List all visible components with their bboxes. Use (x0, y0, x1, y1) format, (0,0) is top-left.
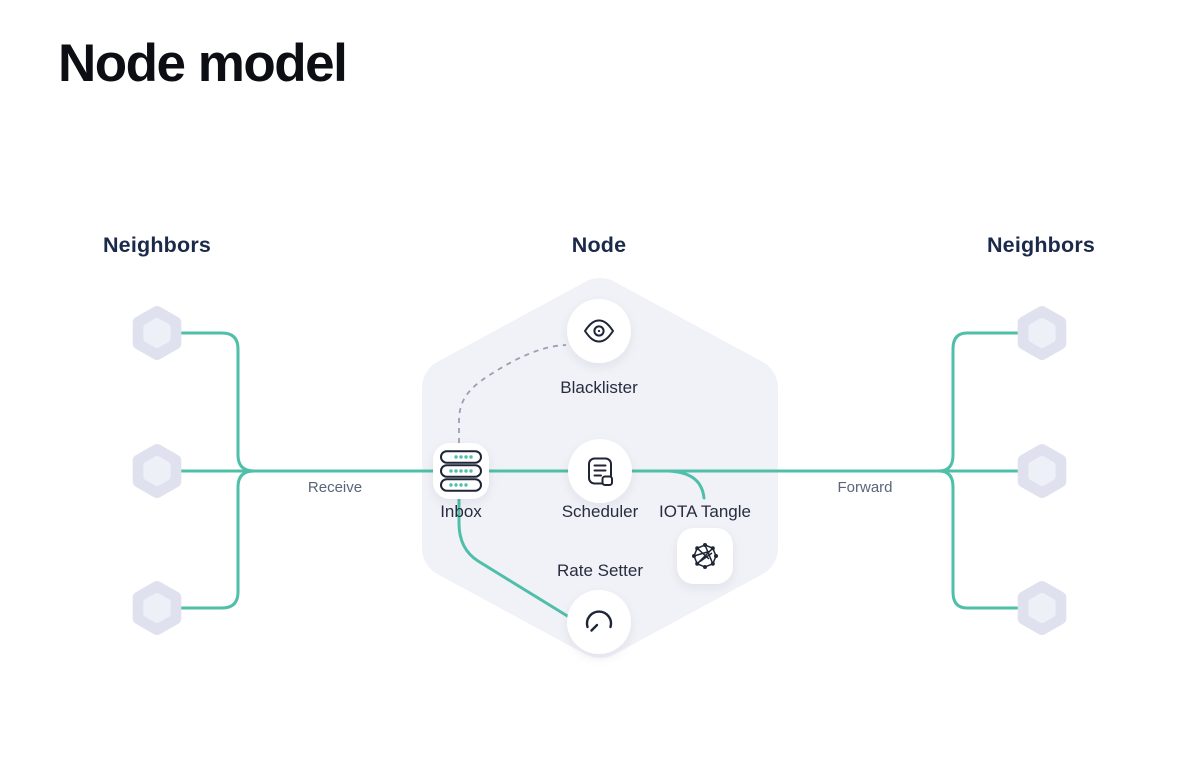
receive-link-bottom (179, 469, 256, 610)
gauge-icon (585, 610, 613, 632)
forward-link-bottom (937, 469, 1020, 610)
eye-icon (583, 319, 615, 343)
neighbor-hexagon-right-bottom (1024, 587, 1061, 629)
receive-links (179, 331, 435, 610)
forward-links (630, 331, 1020, 610)
neighbor-hexagon-left-top (139, 312, 176, 354)
inbox-label: Inbox (440, 502, 482, 521)
page-title: Node model (58, 34, 348, 93)
inbox-ratesetter-link (457, 497, 571, 619)
receive-link-top (179, 331, 256, 473)
rate-setter-label: Rate Setter (557, 561, 643, 580)
neighbor-hexagon-right-middle (1024, 450, 1061, 492)
forward-label: Forward (837, 479, 893, 496)
tangle-icon (692, 543, 718, 569)
scheduler-label: Scheduler (561, 502, 639, 521)
neighbors-left-header: Neighbors (102, 233, 212, 257)
ratesetter-circle (567, 590, 631, 654)
neighbor-hexagon-right-top (1024, 312, 1061, 354)
note-icon (588, 457, 613, 486)
node-header: Node (571, 233, 627, 257)
neighbor-hexagon-left-middle (139, 450, 176, 492)
neighbor-hexagon-left-bottom (139, 587, 176, 629)
blacklister-label: Blacklister (560, 378, 638, 397)
server-stack-icon (440, 450, 482, 492)
iota-tangle-label: IOTA Tangle (659, 502, 751, 521)
receive-label: Receive (307, 479, 363, 496)
forward-link-top (937, 331, 1020, 473)
neighbors-right-header: Neighbors (986, 233, 1096, 257)
iota-branch-link (666, 469, 706, 500)
